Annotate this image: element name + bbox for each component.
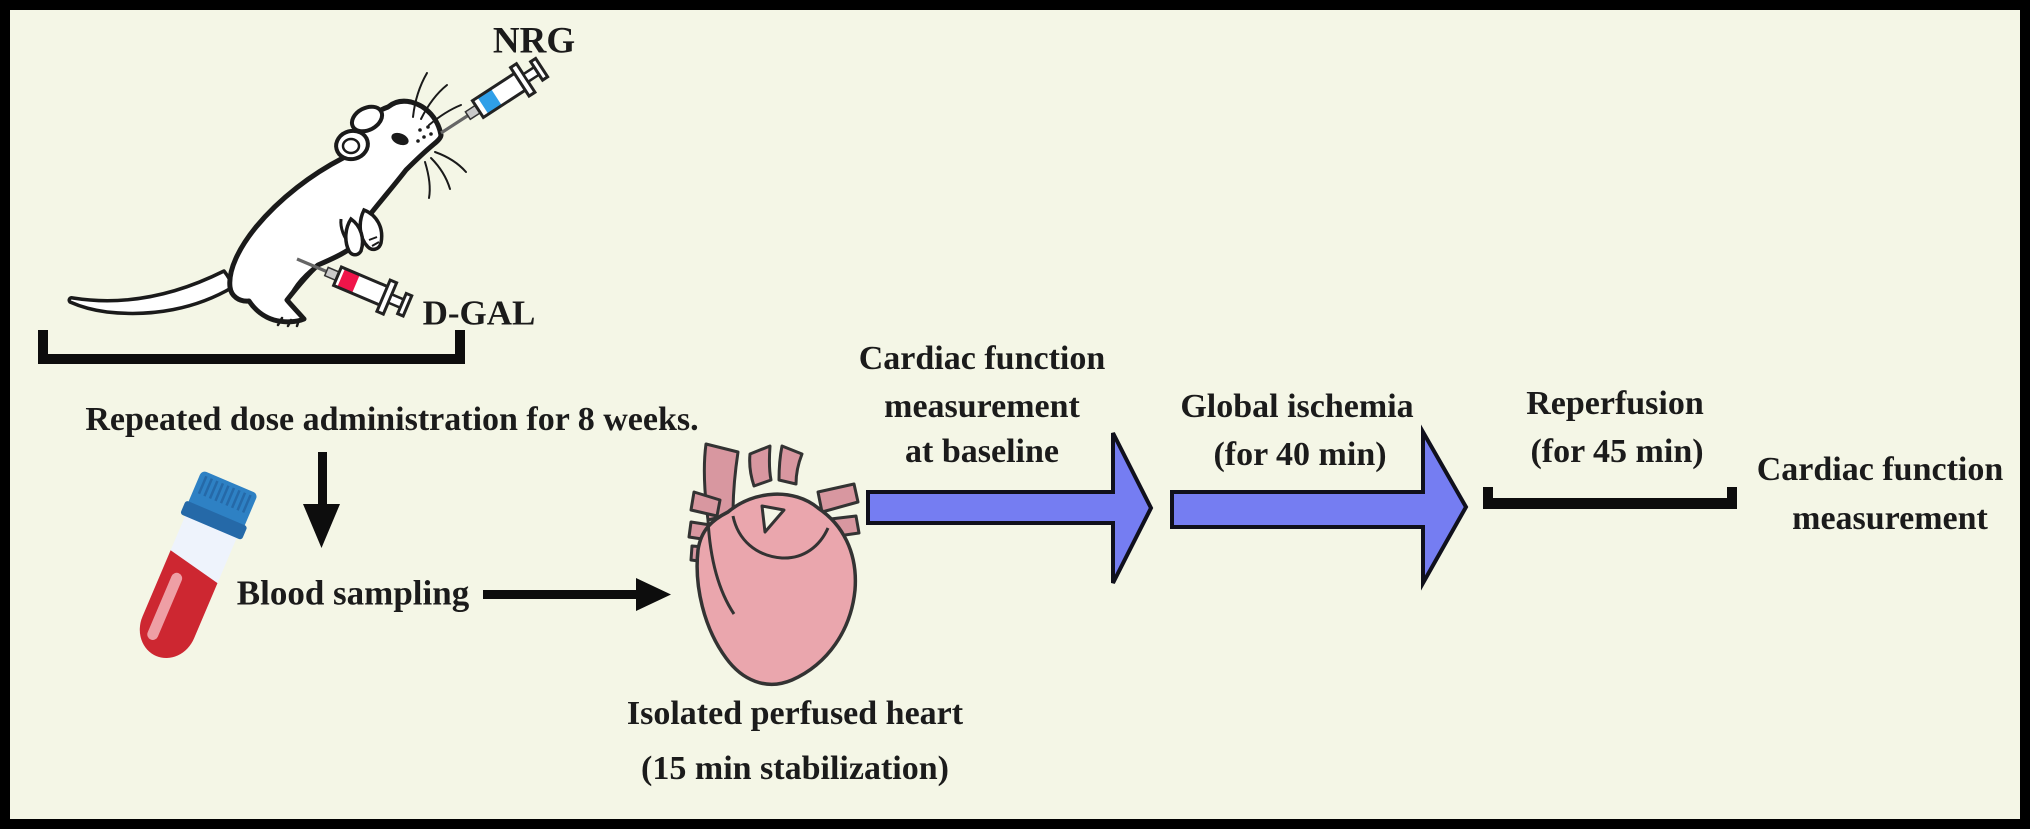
duration-bracket-reperfusion-icon bbox=[1483, 487, 1737, 509]
baseline-measurement-label-line2: measurement bbox=[884, 388, 1080, 425]
final-measurement-label-line1: Cardiac function bbox=[1756, 451, 2004, 488]
dgal-band bbox=[337, 268, 360, 294]
isolated-heart-label-line1: Isolated perfused heart bbox=[626, 695, 964, 732]
right-arrow-icon bbox=[483, 578, 671, 611]
heart-icon bbox=[687, 442, 861, 687]
isolated-heart-label-line2: (15 min stabilization) bbox=[641, 750, 949, 787]
reperfusion-label-line1: Reperfusion bbox=[1526, 385, 1704, 422]
dgal-syringe-icon bbox=[296, 257, 414, 318]
flow-arrow-ischemia-icon bbox=[1170, 424, 1469, 591]
repeated-dose-label: Repeated dose administration for 8 weeks… bbox=[85, 401, 699, 438]
down-arrow-icon bbox=[303, 452, 340, 548]
baseline-measurement-label-line3: at baseline bbox=[905, 433, 1059, 470]
global-ischemia-label-line2: (for 40 min) bbox=[1213, 436, 1387, 473]
reperfusion-label-line2: (for 45 min) bbox=[1530, 433, 1704, 470]
dgal-label: D-GAL bbox=[422, 293, 536, 333]
nrg-label: NRG bbox=[492, 20, 576, 62]
flow-arrow-baseline-icon bbox=[866, 432, 1154, 584]
duration-bracket-dosing-icon bbox=[38, 330, 465, 364]
blood-sampling-label: Blood sampling bbox=[236, 573, 470, 613]
baseline-measurement-label-line1: Cardiac function bbox=[858, 340, 1106, 377]
mouse-icon bbox=[67, 72, 467, 328]
blood-tube-icon bbox=[139, 471, 257, 658]
nrg-syringe-icon bbox=[440, 56, 550, 135]
final-measurement-label-line2: measurement bbox=[1792, 500, 1988, 537]
global-ischemia-label-line1: Global ischemia bbox=[1180, 388, 1414, 425]
